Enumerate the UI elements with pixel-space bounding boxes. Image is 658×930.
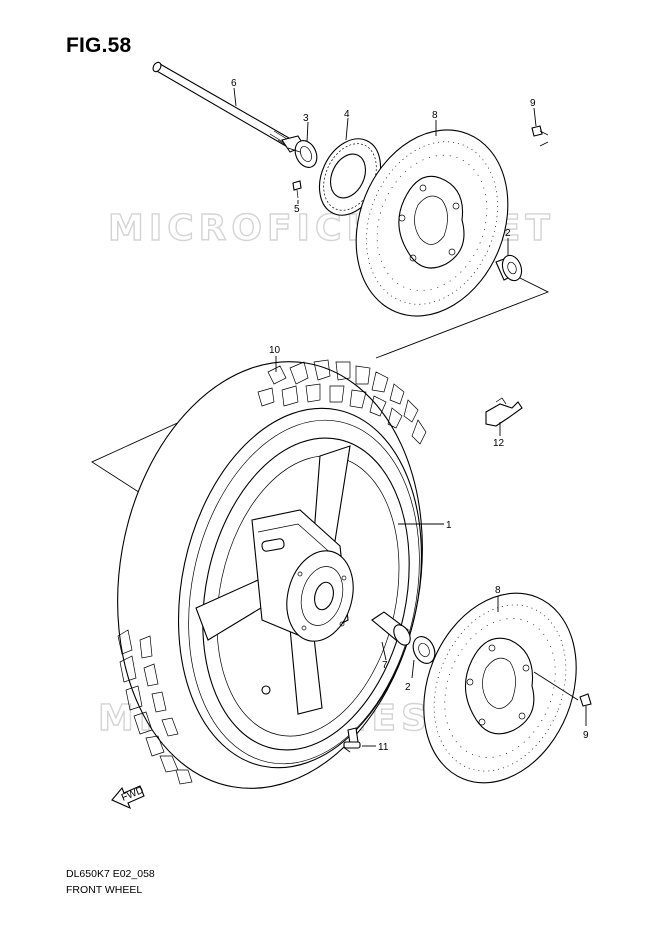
bearing-top-part-2 <box>495 254 523 282</box>
disc-bolt-top-part-9 <box>531 125 549 137</box>
callout-leaders <box>233 87 587 747</box>
callout-8-top: 8 <box>432 110 438 121</box>
callout-6: 6 <box>231 78 237 89</box>
diagram-name: FRONT WHEEL <box>66 884 143 896</box>
brake-disc-top-part-8 <box>355 129 509 317</box>
bearing-bottom-part-2 <box>412 636 436 664</box>
callout-10: 10 <box>269 345 281 356</box>
callout-8-bottom: 8 <box>495 585 501 596</box>
spacer-part-7 <box>371 611 411 646</box>
valve-part-11 <box>343 727 361 749</box>
diagram-code: DL650K7 E02_058 <box>66 868 155 880</box>
figure-title: FIG.58 <box>66 34 132 57</box>
callout-7: 7 <box>382 660 388 671</box>
brake-disc-bottom-part-8 <box>423 592 577 784</box>
callout-5: 5 <box>294 204 300 215</box>
fwd-arrow-icon: FWD <box>111 785 145 810</box>
disc-bolt-bottom-part-9 <box>533 671 592 707</box>
callout-3: 3 <box>303 113 309 124</box>
callout-9-bottom: 9 <box>583 730 589 741</box>
callout-1: 1 <box>446 520 452 531</box>
callout-11: 11 <box>378 742 389 753</box>
sensor-bracket-part-12 <box>485 397 523 427</box>
oil-seal-part-3 <box>294 140 318 168</box>
callout-4: 4 <box>344 109 350 120</box>
callout-2-top: 2 <box>505 228 511 239</box>
axle-part-6 <box>152 61 305 153</box>
callout-9-top: 9 <box>530 98 536 109</box>
callout-2-bottom: 2 <box>405 682 411 693</box>
wheel-rim-part-1 <box>188 419 420 765</box>
callout-12: 12 <box>493 438 505 449</box>
screw-part-5 <box>292 180 302 199</box>
